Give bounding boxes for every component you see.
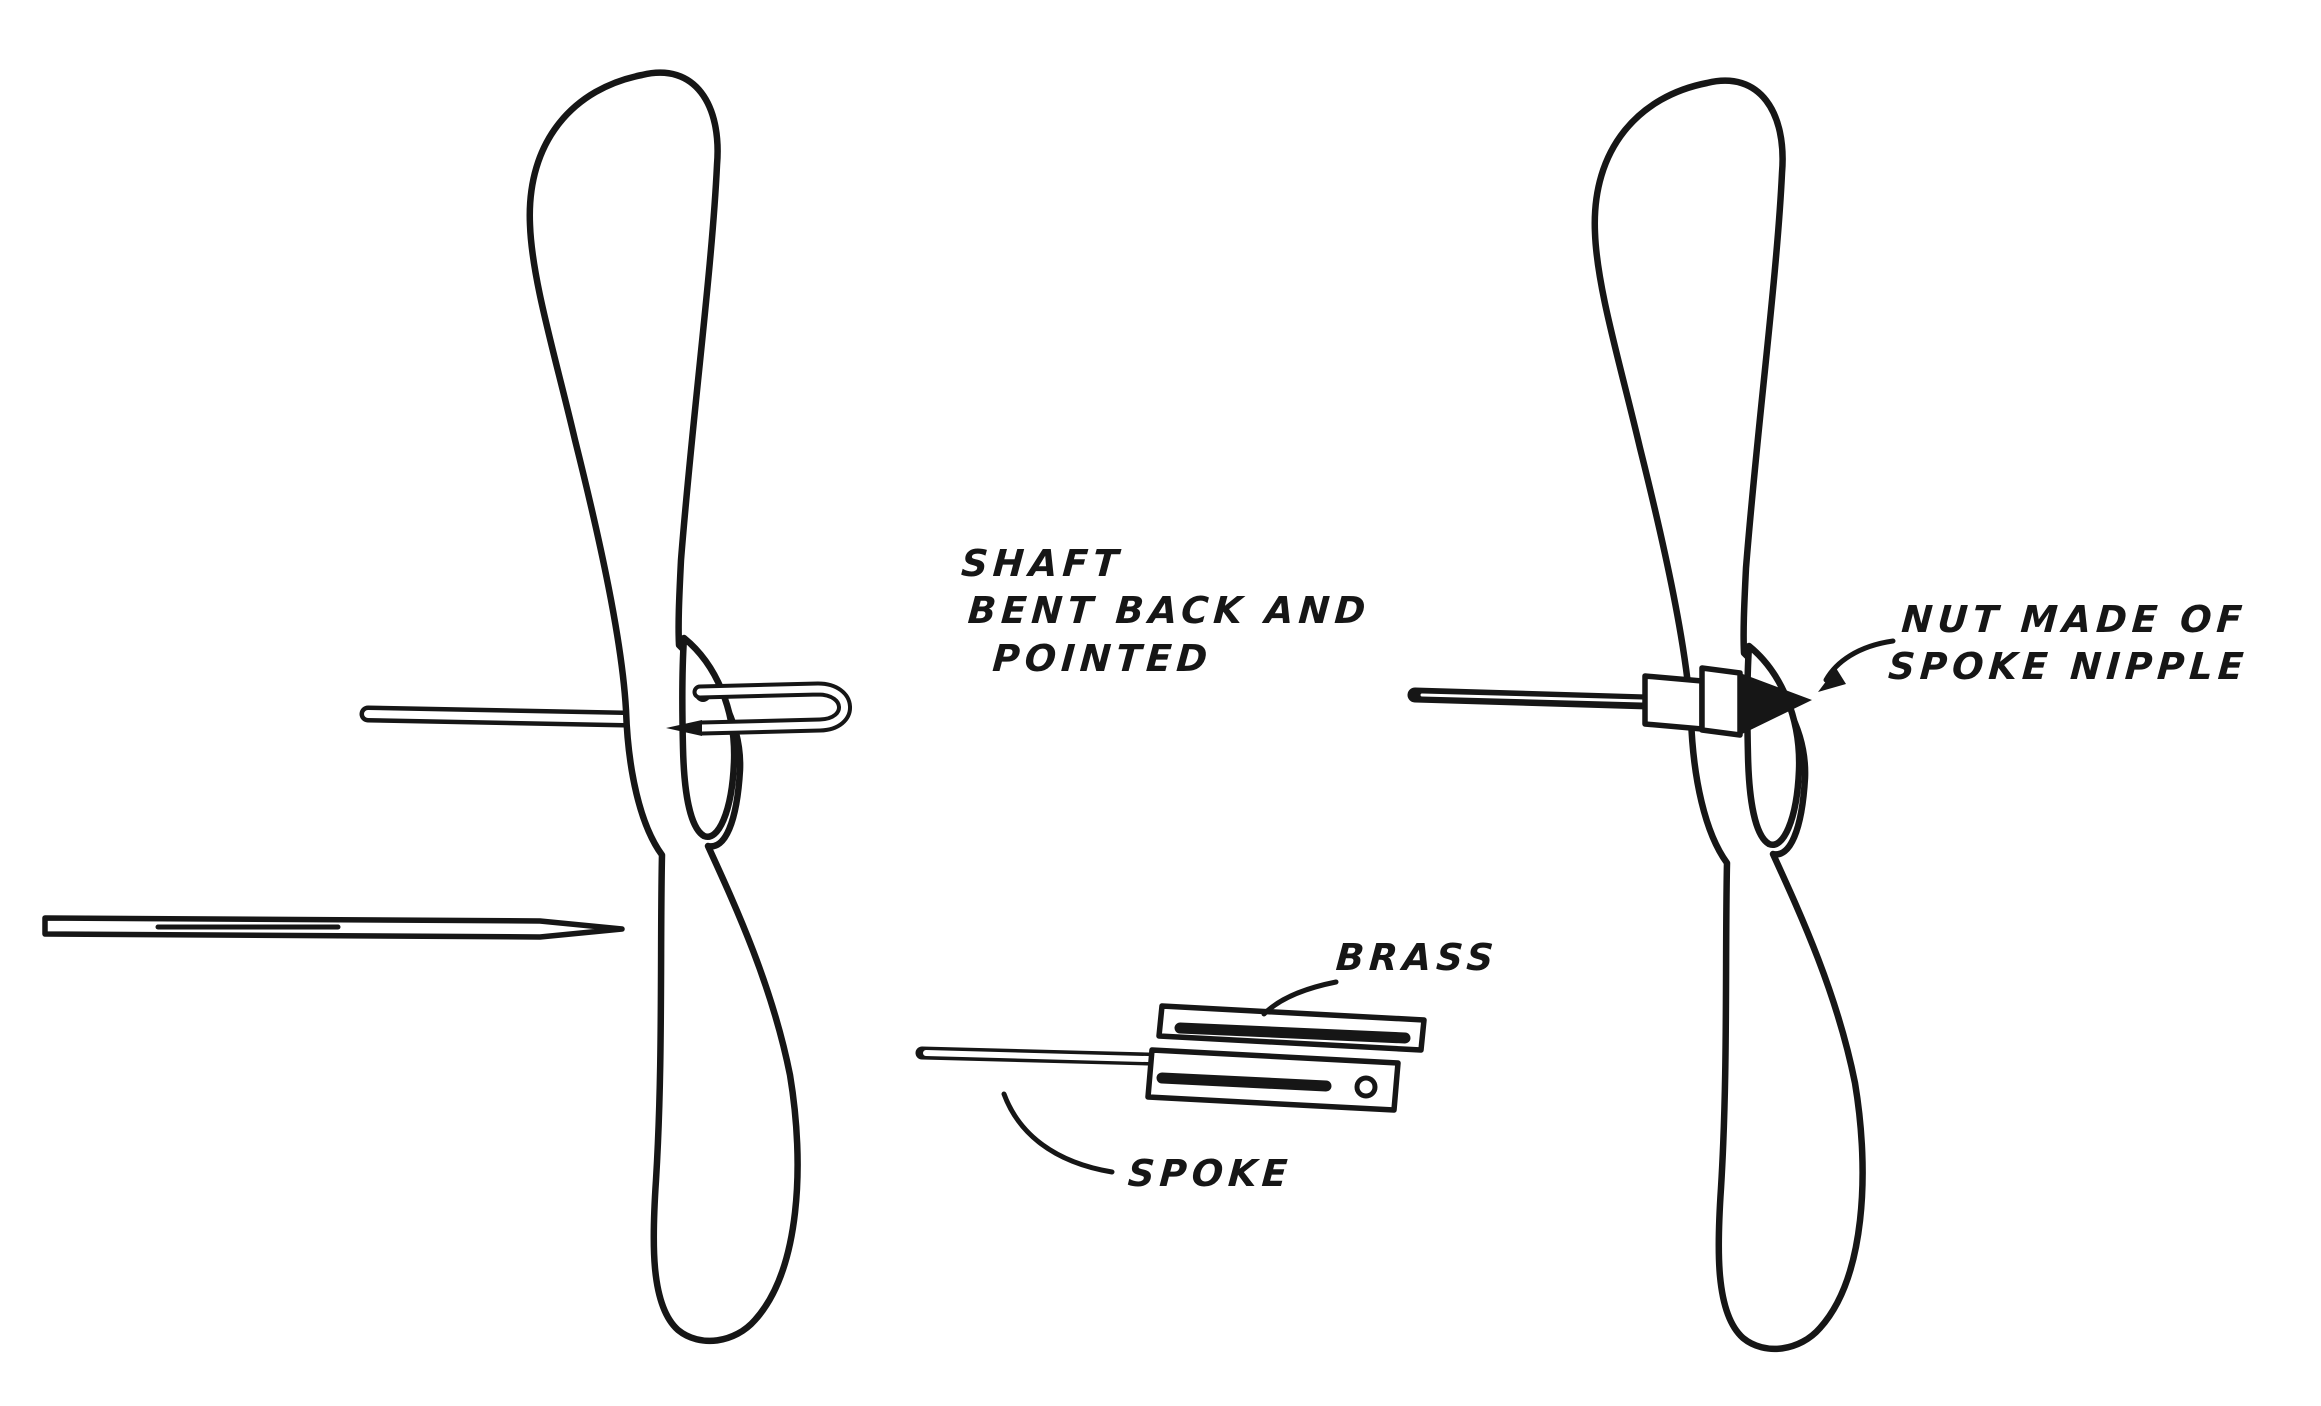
- right-shaft-highlight: [1420, 693, 1644, 703]
- nut-note-line1: NUT MADE OF: [1900, 598, 2249, 641]
- left-propeller-outline: [526, 69, 801, 1345]
- left-propeller-assembly: [42, 69, 852, 1345]
- spoke-label: SPOKE: [1126, 1152, 1294, 1195]
- nut-arrow-line: [1823, 638, 1896, 683]
- brass-leader-line: [1261, 979, 1339, 1017]
- nut-note-line2: SPOKE NIPPLE: [1886, 645, 2250, 689]
- shaft-note-line3: POINTED: [991, 636, 1214, 680]
- brass-tube-lower-rod: [1156, 1072, 1332, 1092]
- bent-shaft-point: [666, 720, 702, 736]
- right-propeller-assembly: [1407, 77, 1896, 1353]
- brass-label: BRASS: [1334, 936, 1500, 979]
- nut-body: [1642, 673, 1705, 732]
- spoke-leader-line: [1001, 1091, 1115, 1175]
- nut-flange: [1699, 665, 1743, 738]
- shaft-note-line2: BENT BACK AND: [966, 589, 1372, 633]
- right-hub-lens: [1744, 642, 1803, 848]
- nut-pointed-tip: [1740, 673, 1812, 735]
- brass-tube-upper-rod: [1174, 1022, 1411, 1044]
- spoke-end-circle: [1354, 1075, 1378, 1099]
- left-shaft-rod-core: [364, 710, 676, 724]
- nut-arrowhead: [1818, 668, 1846, 692]
- left-hub-lens: [679, 634, 738, 840]
- spoke-rod-core: [923, 1050, 1185, 1063]
- bent-shaft-hook-core: [696, 685, 848, 732]
- shaft-note-line1: SHAFT: [959, 542, 1125, 585]
- shaft-note-label: SHAFT BENT BACK AND POINTED: [953, 540, 1375, 682]
- spoke-brass-assembly: [915, 979, 1427, 1175]
- nut-note-label: NUT MADE OF SPOKE NIPPLE: [1887, 596, 2253, 691]
